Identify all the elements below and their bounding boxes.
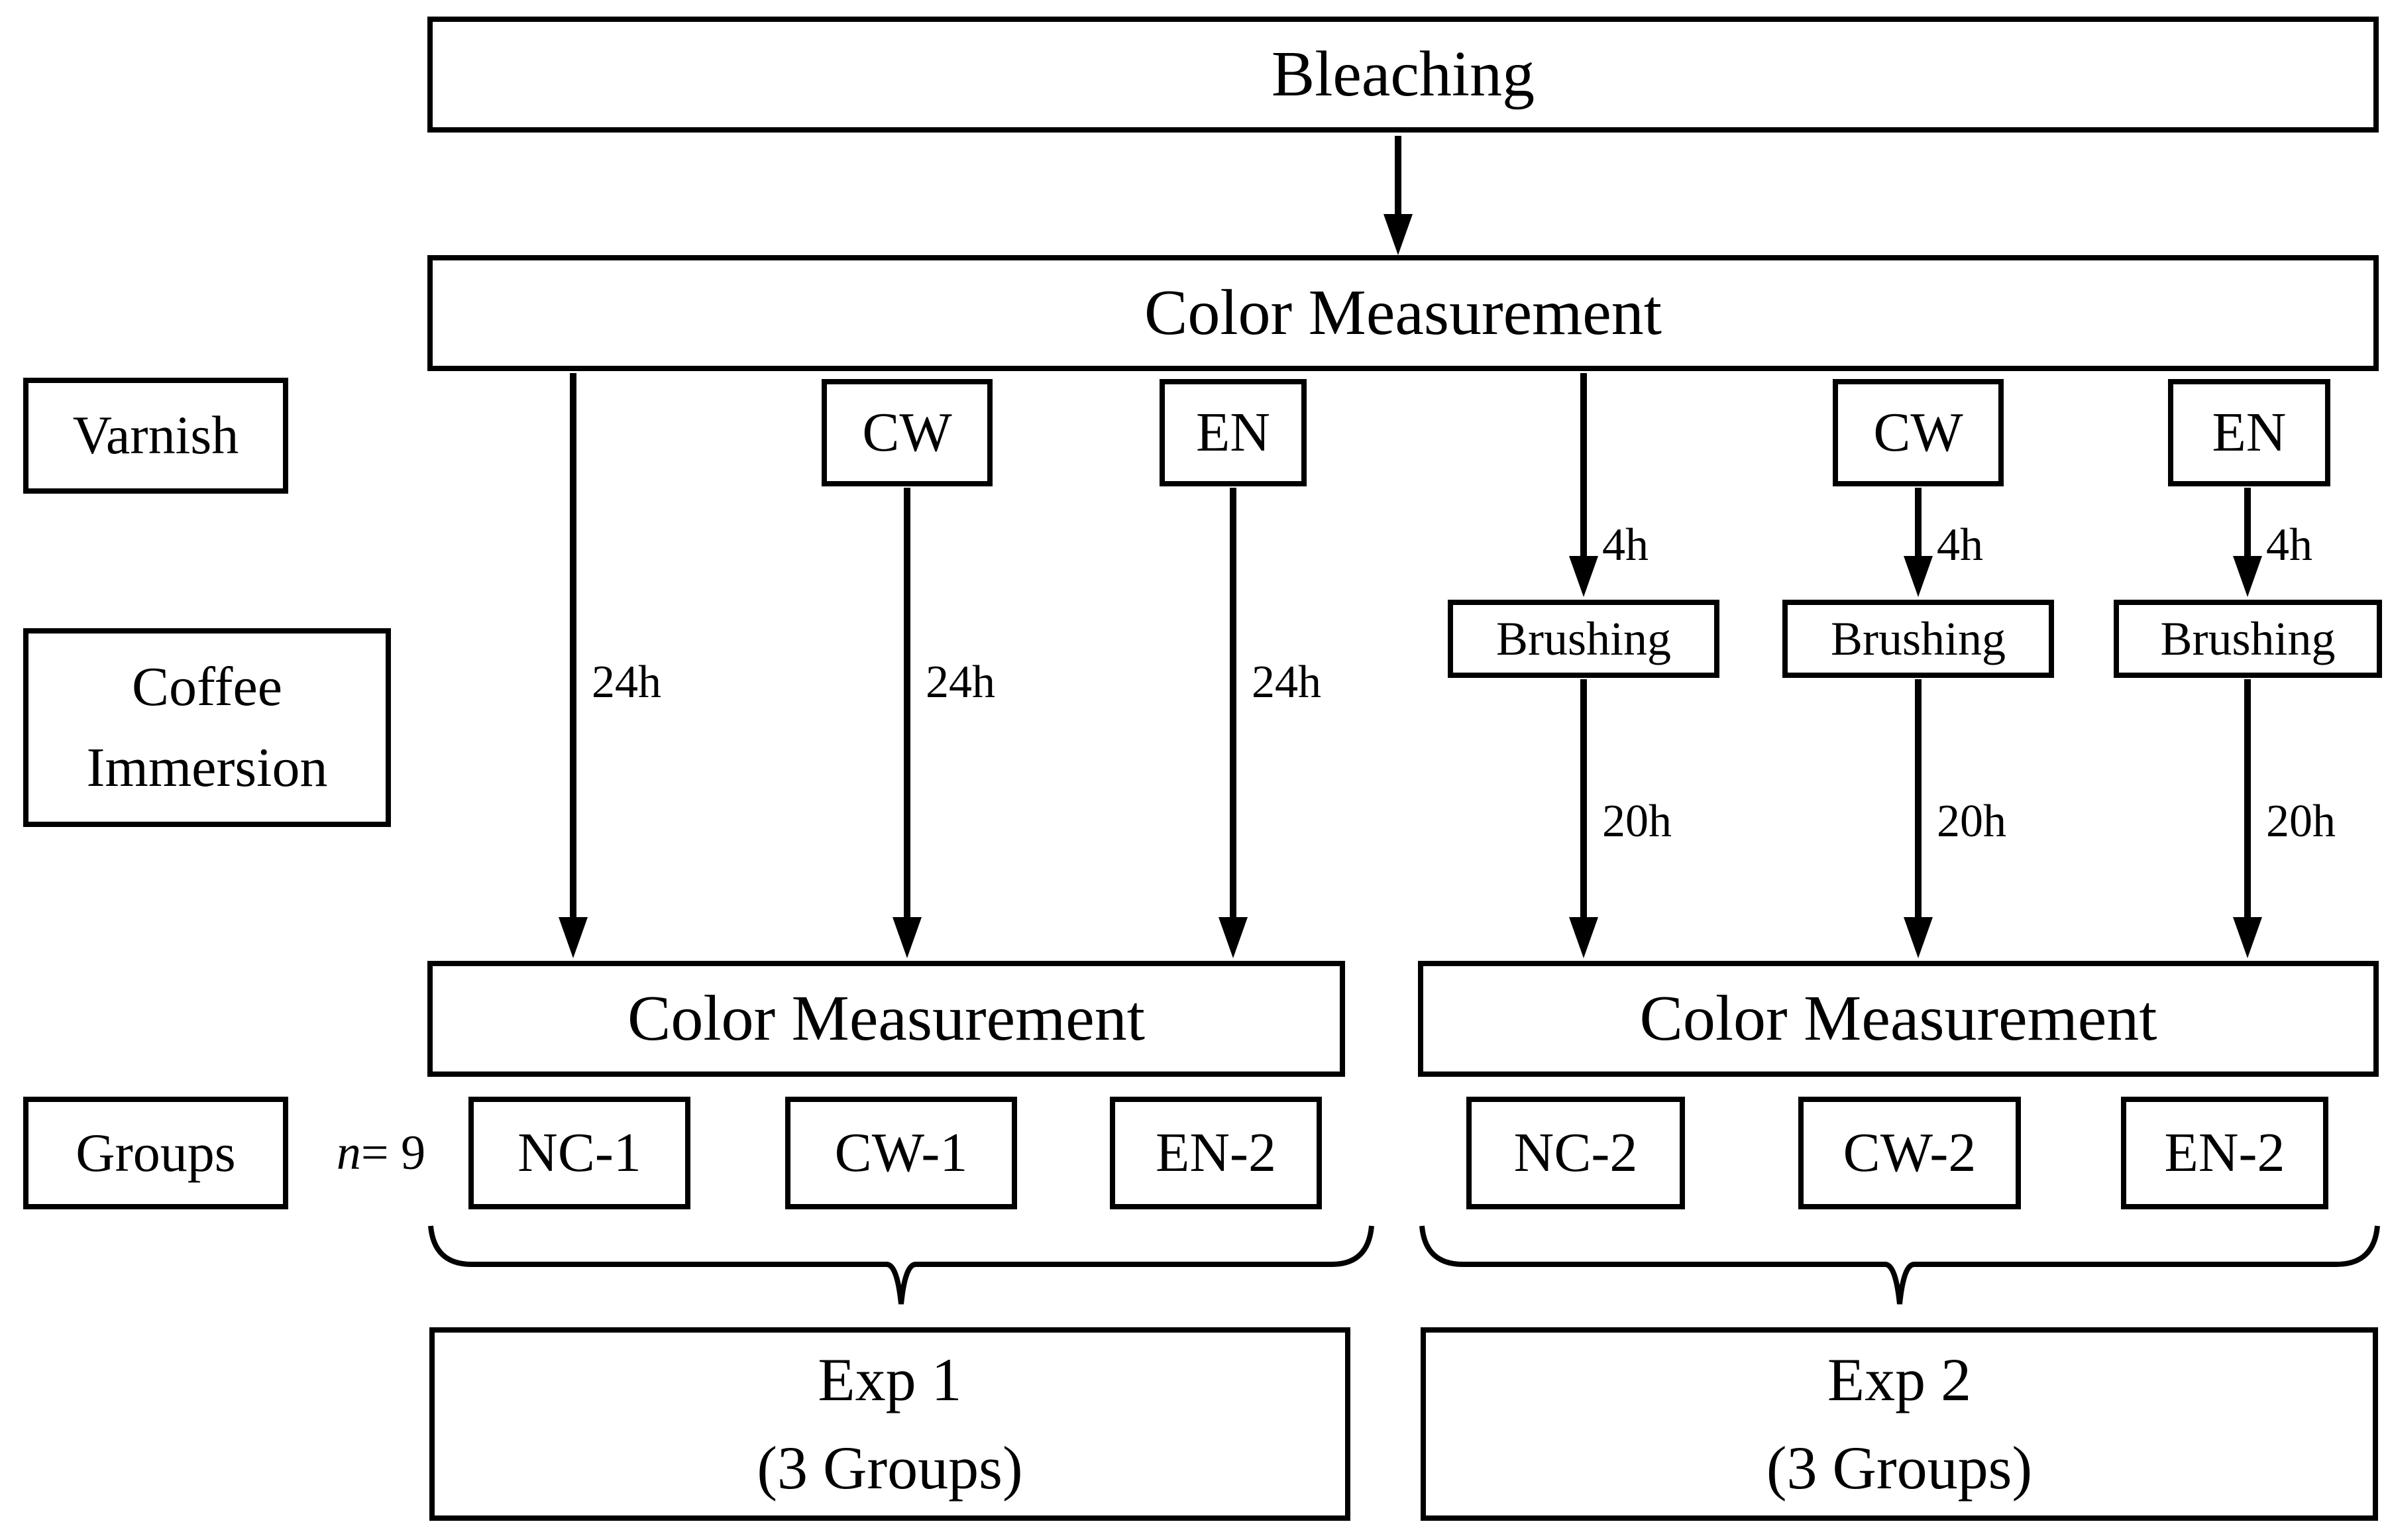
arrowhead-en2-immersion	[2233, 917, 2262, 958]
arrowhead-bleaching-to-color-measurement	[1383, 214, 1413, 255]
exp2-title: Exp 2	[1827, 1345, 1972, 1413]
sample-size-label: n = 9	[298, 1097, 464, 1209]
duration-24h-label-en1: 24h	[1252, 657, 1321, 708]
exp1-brace	[428, 1225, 1374, 1305]
sample-size-value: = 9	[360, 1125, 426, 1180]
exp2-brace	[1419, 1225, 2380, 1305]
groups-row-label-box: Groups	[23, 1097, 288, 1209]
arrowhead-cw1-immersion	[893, 917, 922, 958]
duration-4h-label-cw2: 4h	[1937, 520, 1983, 571]
color-measurement-exp1-box: Color Measurement	[427, 961, 1345, 1077]
cw-varnish-box-exp2: CW	[1833, 379, 2004, 486]
arrowhead-cw2-immersion	[1904, 917, 1933, 958]
duration-20h-label-cw2: 20h	[1937, 796, 2006, 847]
duration-20h-label-en2: 20h	[2266, 796, 2336, 847]
duration-4h-label-nc2: 4h	[1602, 520, 1649, 571]
arrowhead-nc2-to-brushing	[1569, 556, 1598, 597]
en-varnish-box-exp1: EN	[1160, 379, 1307, 486]
group-box-cw-2: CW-2	[1798, 1097, 2021, 1209]
group-box-nc-2: NC-2	[1466, 1097, 1685, 1209]
exp1-subtitle: (3 Groups)	[757, 1434, 1023, 1502]
en-varnish-box-exp2: EN	[2168, 379, 2330, 486]
brushing-box-en2: Brushing	[2114, 600, 2382, 678]
sample-size-symbol: n	[336, 1125, 361, 1180]
group-box-cw-1: CW-1	[785, 1097, 1017, 1209]
exp1-summary-box: Exp 1 (3 Groups)	[429, 1327, 1350, 1521]
duration-20h-label-nc2: 20h	[1602, 796, 1672, 847]
coffee-immersion-line2: Immersion	[86, 737, 328, 798]
exp1-title: Exp 1	[818, 1345, 962, 1413]
coffee-immersion-row-label-box: Coffee Immersion	[23, 628, 391, 827]
arrowhead-en1-immersion	[1219, 917, 1248, 958]
arrowhead-nc2-immersion	[1569, 917, 1598, 958]
group-box-nc-1: NC-1	[468, 1097, 690, 1209]
arrowhead-nc1-immersion	[559, 917, 588, 958]
varnish-row-label-box: Varnish	[23, 378, 288, 494]
brushing-box-cw2: Brushing	[1782, 600, 2054, 678]
duration-4h-label-en2: 4h	[2266, 520, 2312, 571]
group-box-en-2-exp1: EN-2	[1110, 1097, 1322, 1209]
color-measurement-exp2-box: Color Measurement	[1418, 961, 2379, 1077]
group-box-en-2-exp2: EN-2	[2121, 1097, 2328, 1209]
cw-varnish-box-exp1: CW	[822, 379, 993, 486]
arrowhead-en2-to-brushing	[2233, 556, 2262, 597]
brushing-box-nc2: Brushing	[1448, 600, 1719, 678]
duration-24h-label-cw1: 24h	[926, 657, 995, 708]
exp2-subtitle: (3 Groups)	[1766, 1434, 2033, 1502]
color-measurement-top-box: Color Measurement	[427, 255, 2379, 371]
coffee-immersion-line1: Coffee	[131, 656, 283, 718]
bleaching-box: Bleaching	[427, 17, 2379, 133]
arrowhead-cw2-to-brushing	[1904, 556, 1933, 597]
exp2-summary-box: Exp 2 (3 Groups)	[1421, 1327, 2378, 1521]
duration-24h-label-nc1: 24h	[592, 657, 661, 708]
